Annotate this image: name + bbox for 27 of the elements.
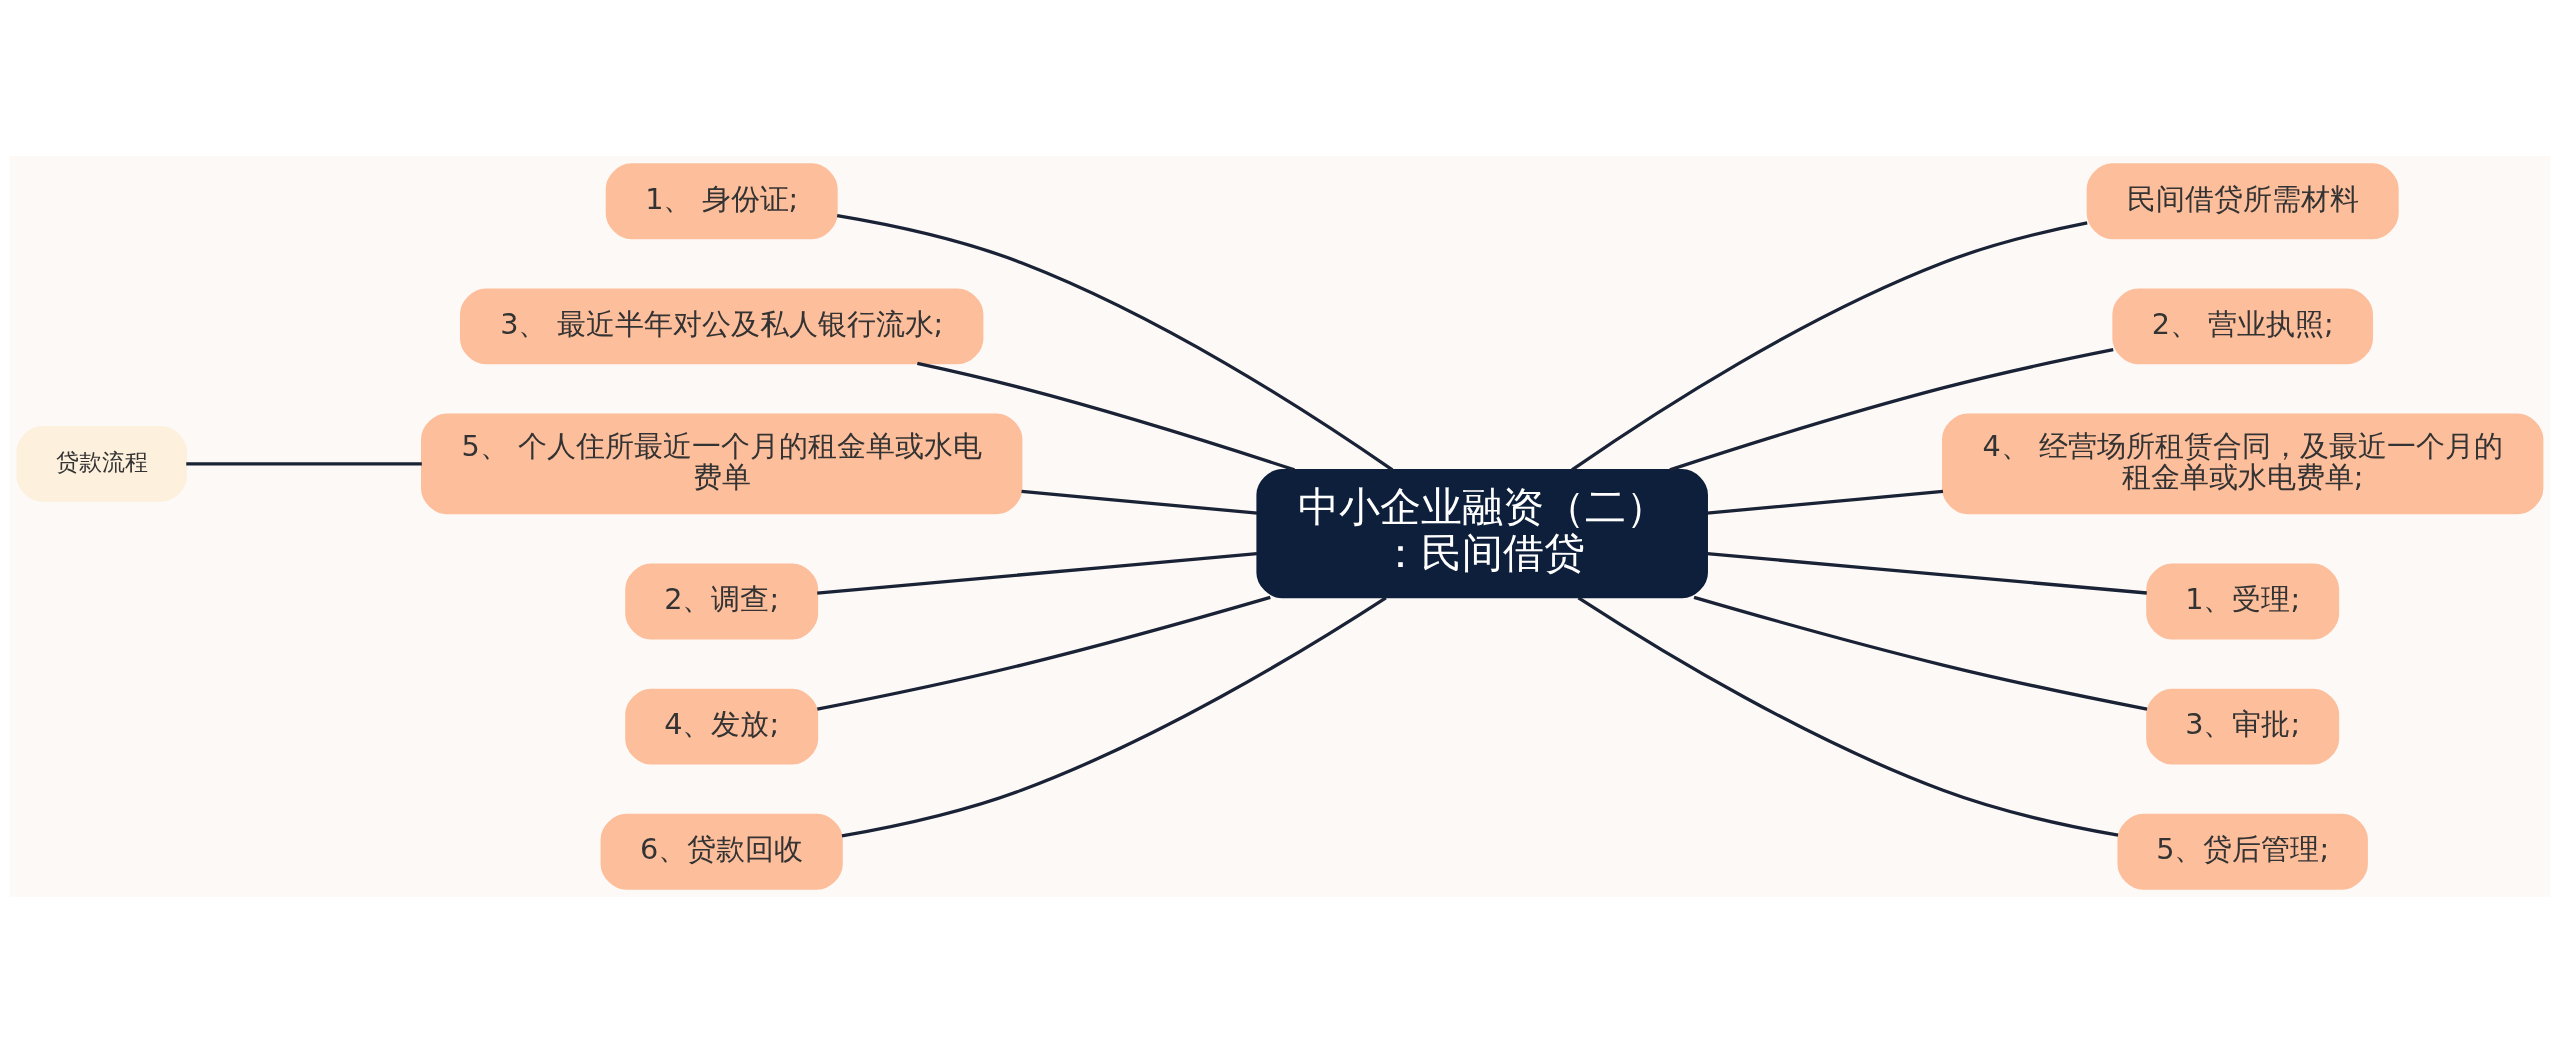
connector: [1706, 552, 2147, 595]
connector: [917, 361, 1295, 472]
node-box: 4、 经营场所租赁合同，及最近一个月的租金单或水电费单;: [1941, 413, 2544, 515]
node-box: 5、 个人住所最近一个月的租金单或水电费单: [420, 413, 1023, 515]
node-box: 5、贷后管理;: [2117, 813, 2368, 890]
node-box: 中小企业融资（二）：民间借贷: [1256, 469, 1708, 599]
connector: [817, 595, 1271, 711]
connector: [1693, 595, 2148, 711]
node-box: 4、发放;: [625, 688, 819, 765]
connector: [1571, 221, 2088, 472]
connector: [836, 214, 1394, 472]
connector: [1577, 596, 2119, 837]
connector: [1669, 348, 2114, 472]
node-box: 6、贷款回收: [600, 813, 843, 890]
connector: [1706, 489, 1944, 515]
node-box: 2、 营业执照;: [2112, 288, 2374, 365]
connector: [186, 462, 422, 466]
connector: [1021, 489, 1258, 515]
node-box: 3、 最近半年对公及私人银行流水;: [459, 288, 984, 365]
node-box: 3、审批;: [2146, 688, 2340, 765]
connector: [841, 596, 1387, 838]
connector: [817, 552, 1258, 595]
node-box: 1、受理;: [2146, 563, 2340, 640]
node-box: 2、调查;: [625, 563, 819, 640]
node-box: 民间借贷所需材料: [2086, 163, 2399, 240]
node-box: 贷款流程: [16, 425, 187, 502]
node-box: 1、 身份证;: [605, 163, 838, 240]
